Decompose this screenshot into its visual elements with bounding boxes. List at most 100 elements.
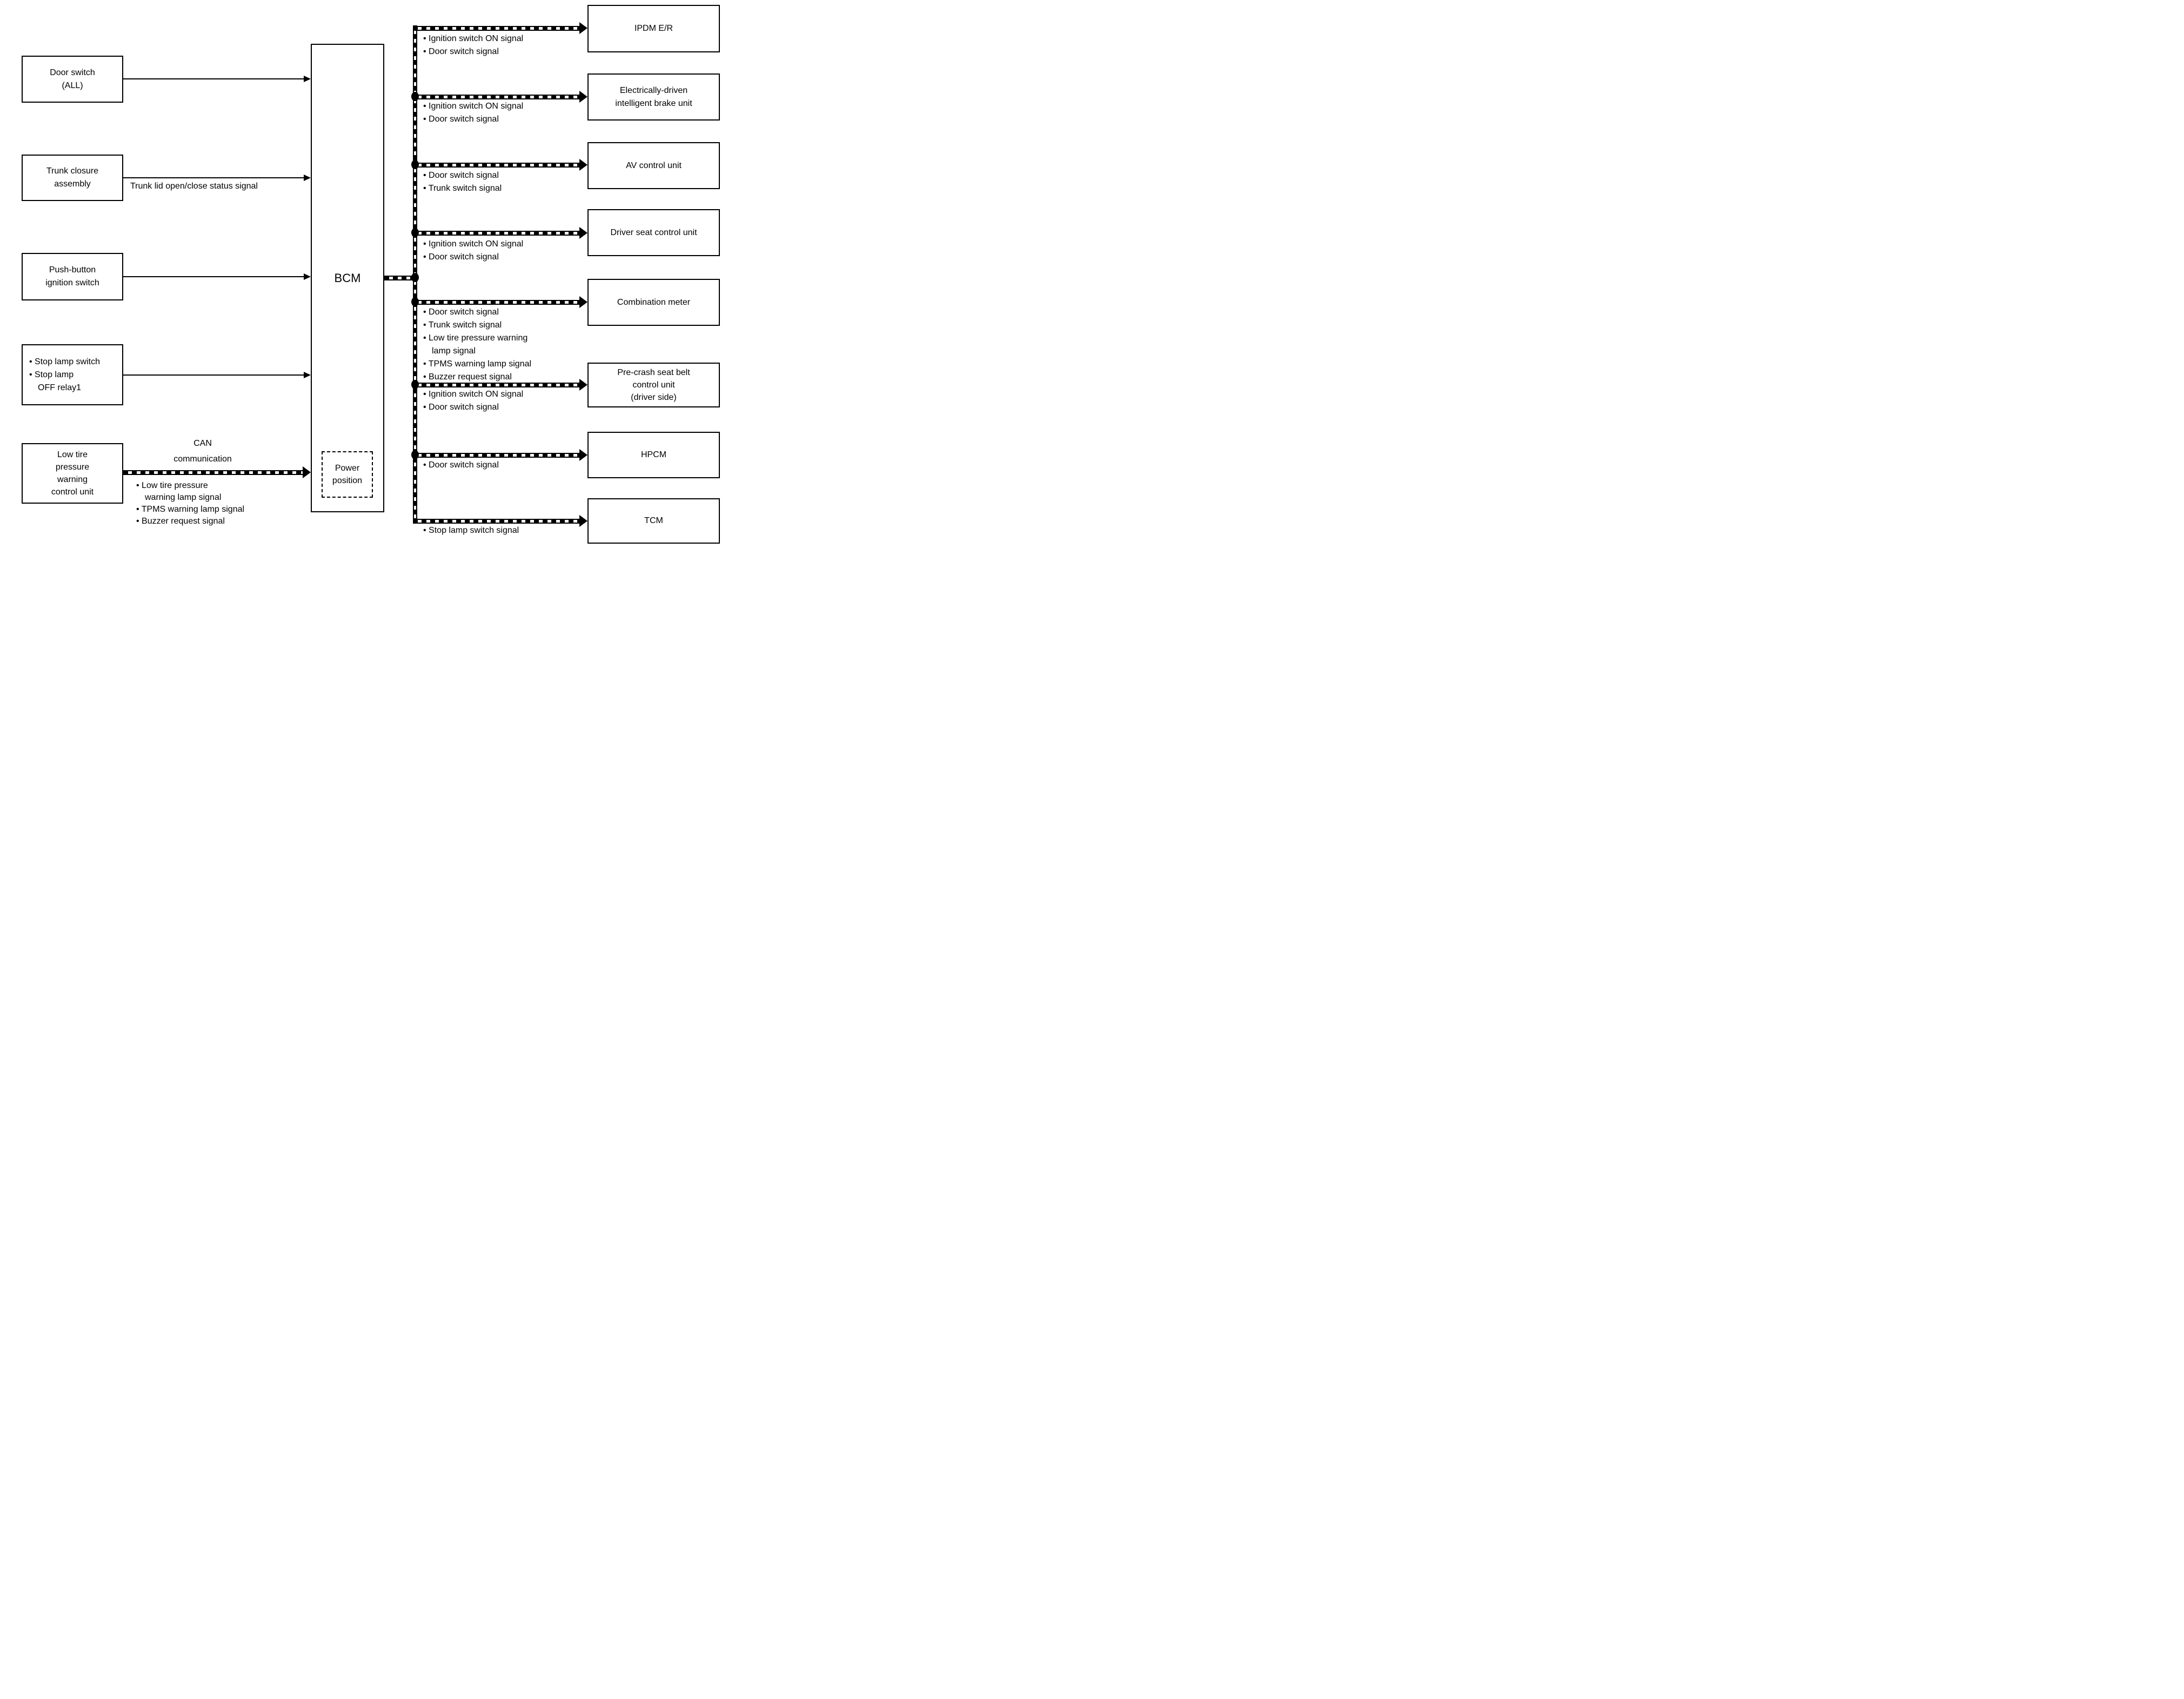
box-av-control-unit: AV control unit: [587, 142, 720, 189]
box-door-switch: Door switch (ALL): [22, 56, 123, 103]
wire: [123, 374, 305, 376]
box-trunk-closure-line: assembly: [54, 179, 91, 189]
box-low-tire-line: Low tire: [57, 450, 88, 459]
box-door-switch-line: (ALL): [62, 81, 83, 90]
signal-item: lamp signal: [432, 346, 476, 356]
can-line: [413, 231, 580, 236]
arrowhead-icon: [579, 227, 587, 239]
can-arrow-to-brake-unit: [413, 91, 587, 103]
can-signal-list: • Low tire pressure warning lamp signal …: [136, 480, 244, 527]
can-line: [413, 383, 580, 387]
unit-name: IPDM E/R: [634, 24, 673, 33]
box-stop-lamp-line: OFF relay1: [38, 383, 82, 392]
box-stop-lamp-line: • Stop lamp switch: [29, 357, 100, 366]
arrowhead-icon: [579, 91, 587, 103]
box-driver-seat-control-unit: Driver seat control unit: [587, 209, 720, 256]
can-line: [413, 519, 580, 524]
wire: [123, 78, 305, 79]
can-arrow-low-tire-to-bcm: [123, 466, 311, 478]
arrowhead-icon: [579, 296, 587, 308]
wire: [123, 276, 305, 277]
can-arrow-to-pre-crash-unit: [413, 379, 587, 391]
signal-item: • Ignition switch ON signal: [423, 390, 524, 399]
can-arrow-to-hpcm: [413, 449, 587, 461]
signal-item: • Door switch signal: [423, 460, 499, 470]
arrowhead-icon: [304, 372, 311, 378]
signal-item: • Low tire pressure warning: [423, 333, 528, 343]
box-trunk-closure-assembly: Trunk closure assembly: [22, 155, 123, 201]
can-arrow-to-combination-meter: [413, 296, 587, 308]
signal-item: warning lamp signal: [145, 493, 222, 502]
can-arrow-to-driver-seat-control-unit: [413, 227, 587, 239]
signal-list-av-control-unit: • Door switch signal • Trunk switch sign…: [423, 169, 502, 195]
junction-dot: [411, 380, 419, 389]
box-door-switch-line: Door switch: [50, 68, 95, 77]
can-line: [413, 95, 580, 99]
can-arrow-to-ipdm: [413, 22, 587, 34]
box-low-tire-line: control unit: [51, 487, 94, 497]
box-push-button-line: ignition switch: [45, 278, 99, 287]
signal-item: • Door switch signal: [423, 115, 499, 124]
unit-name: Pre-crash seat belt: [617, 368, 690, 377]
arrowhead-icon: [579, 159, 587, 171]
can-line: [413, 163, 580, 168]
signal-item: • Low tire pressure: [136, 481, 208, 490]
signal-list-driver-seat-control-unit: • Ignition switch ON signal • Door switc…: [423, 238, 523, 264]
arrow-stop-lamp-to-bcm: [123, 372, 311, 378]
signal-list-hpcm: • Door switch signal: [423, 459, 499, 472]
signal-item: • Buzzer request signal: [136, 517, 225, 526]
can-communication-line: CAN: [193, 439, 212, 448]
signal-item: • Trunk switch signal: [423, 184, 502, 193]
trunk-lid-signal-label: Trunk lid open/close status signal: [130, 182, 258, 191]
box-hpcm: HPCM: [587, 432, 720, 478]
junction-dot: [411, 273, 419, 282]
power-position-line: position: [332, 476, 363, 485]
box-tcm: TCM: [587, 498, 720, 544]
box-power-position: Power position: [322, 451, 373, 498]
arrowhead-icon: [579, 379, 587, 391]
can-communication-line: communication: [173, 454, 232, 464]
signal-item: • Door switch signal: [423, 403, 499, 412]
can-line: [413, 300, 580, 305]
bcm-label: BCM: [334, 271, 361, 285]
junction-dot: [411, 160, 419, 169]
arrowhead-icon: [579, 22, 587, 34]
signal-item: • Ignition switch ON signal: [423, 34, 524, 43]
signal-item: • Buzzer request signal: [423, 372, 512, 382]
can-line-bcm-to-bus: [384, 276, 417, 280]
can-line: [123, 470, 304, 475]
signal-item: • Door switch signal: [423, 47, 499, 56]
unit-name: (driver side): [631, 393, 677, 402]
unit-name: AV control unit: [626, 160, 682, 170]
wire: [123, 177, 305, 178]
junction-dot: [411, 297, 419, 306]
box-combination-meter: Combination meter: [587, 279, 720, 326]
unit-name: Driver seat control unit: [610, 228, 697, 237]
box-trunk-closure-line: Trunk closure: [46, 166, 99, 176]
unit-name: intelligent brake unit: [615, 98, 692, 108]
box-ipdm-er: IPDM E/R: [587, 5, 720, 52]
signal-item: • Trunk switch signal: [423, 320, 502, 330]
arrowhead-icon: [579, 515, 587, 527]
signal-item: • Door switch signal: [423, 171, 499, 180]
unit-name: Combination meter: [617, 297, 691, 307]
arrow-trunk-closure-to-bcm: [123, 175, 311, 181]
unit-name: Electrically-driven: [619, 85, 688, 95]
arrowhead-icon: [579, 449, 587, 461]
can-arrow-to-av-control-unit: [413, 159, 587, 171]
can-arrow-to-tcm: [413, 515, 587, 527]
signal-list-brake-unit: • Ignition switch ON signal • Door switc…: [423, 100, 523, 126]
bcm-signal-flow-diagram: Door switch (ALL) Trunk closure assembly…: [0, 0, 728, 566]
signal-item: • Stop lamp switch signal: [423, 526, 519, 535]
box-low-tire-line: warning: [57, 475, 88, 484]
box-pre-crash-seat-belt-control-unit: Pre-crash seat belt control unit (driver…: [587, 363, 720, 407]
unit-name: HPCM: [640, 450, 667, 459]
signal-item: • TPMS warning lamp signal: [423, 359, 532, 369]
arrow-door-switch-to-bcm: [123, 76, 311, 82]
box-push-button-line: Push-button: [49, 265, 96, 275]
signal-list-tcm: • Stop lamp switch signal: [423, 524, 519, 537]
signal-list-pre-crash-unit: • Ignition switch ON signal • Door switc…: [423, 388, 523, 414]
box-electrically-driven-intelligent-brake-unit: Electrically-driven intelligent brake un…: [587, 73, 720, 121]
junction-dot: [411, 92, 419, 101]
signal-item: • Ignition switch ON signal: [423, 239, 524, 249]
